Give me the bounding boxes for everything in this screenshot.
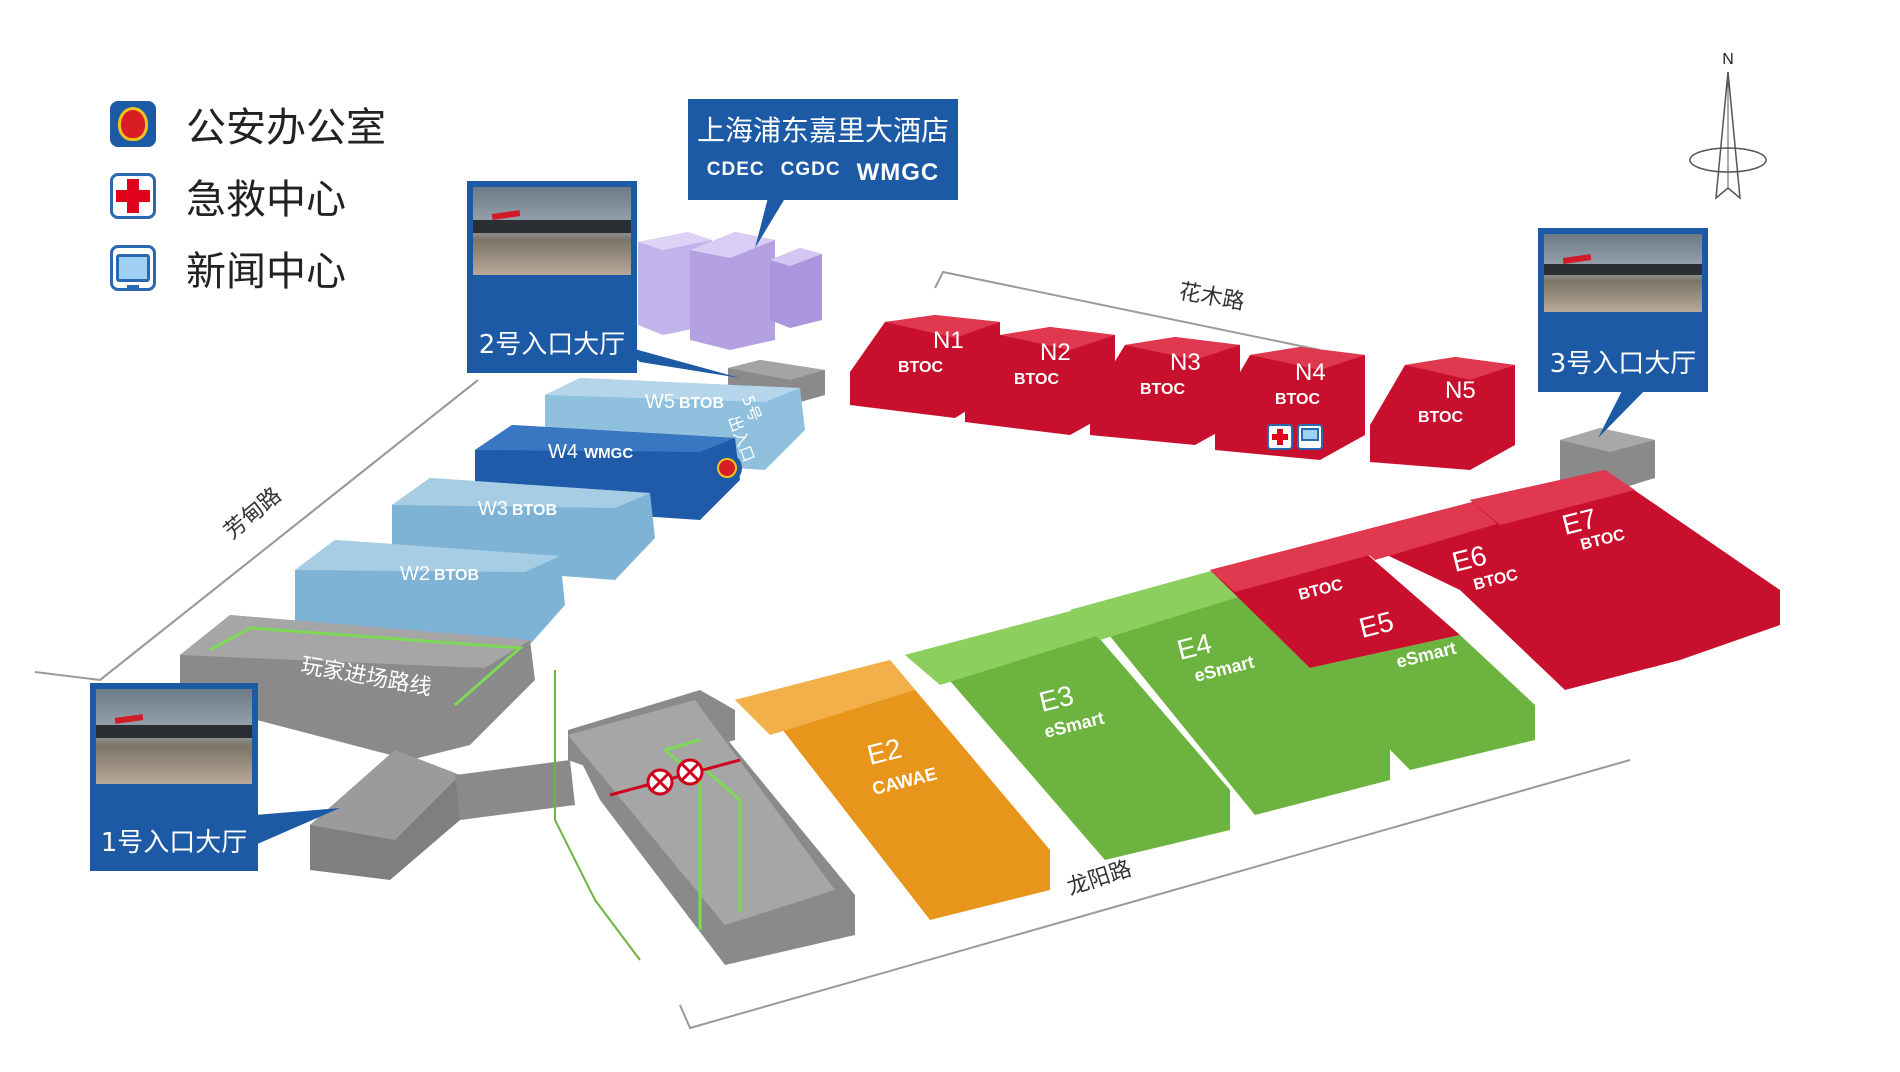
hall2-callout[interactable]: 2号入口大厅	[467, 181, 637, 373]
hall3-callout[interactable]: 3号入口大厅	[1538, 228, 1708, 392]
hall-E3[interactable]: E3 eSmart	[905, 610, 1230, 860]
hall-W3-type: BTOB	[512, 502, 557, 519]
hotel-callout[interactable]: 上海浦东嘉里大酒店 CDEC CGDC WMGC	[688, 99, 958, 200]
logo-wmgc: WMGC	[856, 159, 940, 186]
police-badge-icon	[110, 101, 156, 147]
hall-W5-type: BTOB	[679, 395, 724, 412]
hall-W2-type: BTOB	[434, 567, 479, 584]
legend-item-press: 新闻中心	[110, 232, 386, 304]
hall-N2-name: N2	[1040, 339, 1071, 366]
hall-E5[interactable]: BTOC E5 eSmart	[1210, 535, 1535, 770]
hall-N5-type: BTOC	[1418, 409, 1463, 426]
hall-E4[interactable]: E4 eSmart	[1070, 570, 1390, 815]
legend-label-police: 公安办公室	[186, 105, 386, 151]
hall-E7[interactable]: E7 BTOC	[1470, 470, 1780, 660]
hall-N5-name: N5	[1445, 377, 1476, 404]
hall-W4-name: W4	[548, 441, 578, 463]
hall-N1-type: BTOC	[898, 359, 943, 376]
hall-N2[interactable]: N2 BTOC	[965, 327, 1115, 435]
hall-N1-name: N1	[933, 327, 964, 354]
hotel-name: 上海浦东嘉里大酒店	[696, 114, 949, 147]
hall-W2-name: W2	[400, 563, 430, 585]
security-block	[568, 700, 855, 965]
hall3-label: 3号入口大厅	[1549, 349, 1697, 379]
logo-cgdc: CGDC	[780, 159, 841, 180]
hotel-callout-pointer	[755, 190, 790, 248]
compass-north-label: N	[1722, 51, 1734, 68]
hall-N4[interactable]: N4 BTOC	[1215, 347, 1365, 460]
hall-N1[interactable]: N1 BTOC	[850, 315, 1000, 418]
hall1-callout[interactable]: 1号入口大厅	[90, 683, 258, 871]
hall-N2-type: BTOC	[1014, 371, 1059, 388]
road-lines	[34, 270, 1631, 1030]
road-name-north: 花木路	[1177, 279, 1246, 315]
logo-cdec: CDEC	[706, 159, 765, 180]
hotel-building	[638, 232, 822, 350]
hall-E6[interactable]: E6 BTOC	[1345, 500, 1680, 690]
road-name-south: 龙阳路	[1064, 857, 1135, 901]
hall2-photo	[473, 187, 631, 275]
hall-N3-type: BTOC	[1140, 381, 1185, 398]
legend-label-press: 新闻中心	[186, 249, 346, 295]
route-line-west	[554, 670, 641, 961]
hall-N4-name: N4	[1295, 359, 1326, 386]
hall-W3-name: W3	[478, 498, 508, 520]
compass: N	[1689, 51, 1767, 200]
hall-W4-type: WMGC	[584, 445, 633, 462]
hall3-callout-pointer	[1598, 385, 1650, 438]
hall-W5-name: W5	[645, 391, 675, 413]
hall1-label: 1号入口大厅	[100, 828, 248, 858]
legend-label-first-aid: 急救中心	[186, 177, 346, 223]
hall1-callout-pointer	[255, 808, 340, 845]
hall-N5[interactable]: N5 BTOC	[1370, 357, 1515, 470]
hall-N3-name: N3	[1170, 349, 1201, 376]
legend-item-first-aid: 急救中心	[110, 160, 386, 232]
hall-N3[interactable]: N3 BTOC	[1090, 337, 1240, 445]
hotel-logos: CDEC CGDC WMGC	[688, 159, 958, 187]
hall-E2[interactable]: E2 CAWAE	[735, 660, 1050, 920]
hall2-callout-pointer	[620, 345, 740, 378]
hall3-photo	[1544, 234, 1702, 312]
press-monitor-icon	[110, 245, 156, 291]
legend-item-police: 公安办公室	[110, 88, 386, 160]
entry-route-block: 玩家进场路线	[180, 615, 535, 760]
hall1-photo	[96, 689, 252, 784]
hall2-label: 2号入口大厅	[478, 330, 626, 360]
hall-N4-type: BTOC	[1275, 391, 1320, 408]
legend: 公安办公室 急救中心 新闻中心	[110, 88, 386, 304]
first-aid-cross-icon	[110, 173, 156, 219]
road-name-west: 芳甸路	[220, 483, 287, 545]
